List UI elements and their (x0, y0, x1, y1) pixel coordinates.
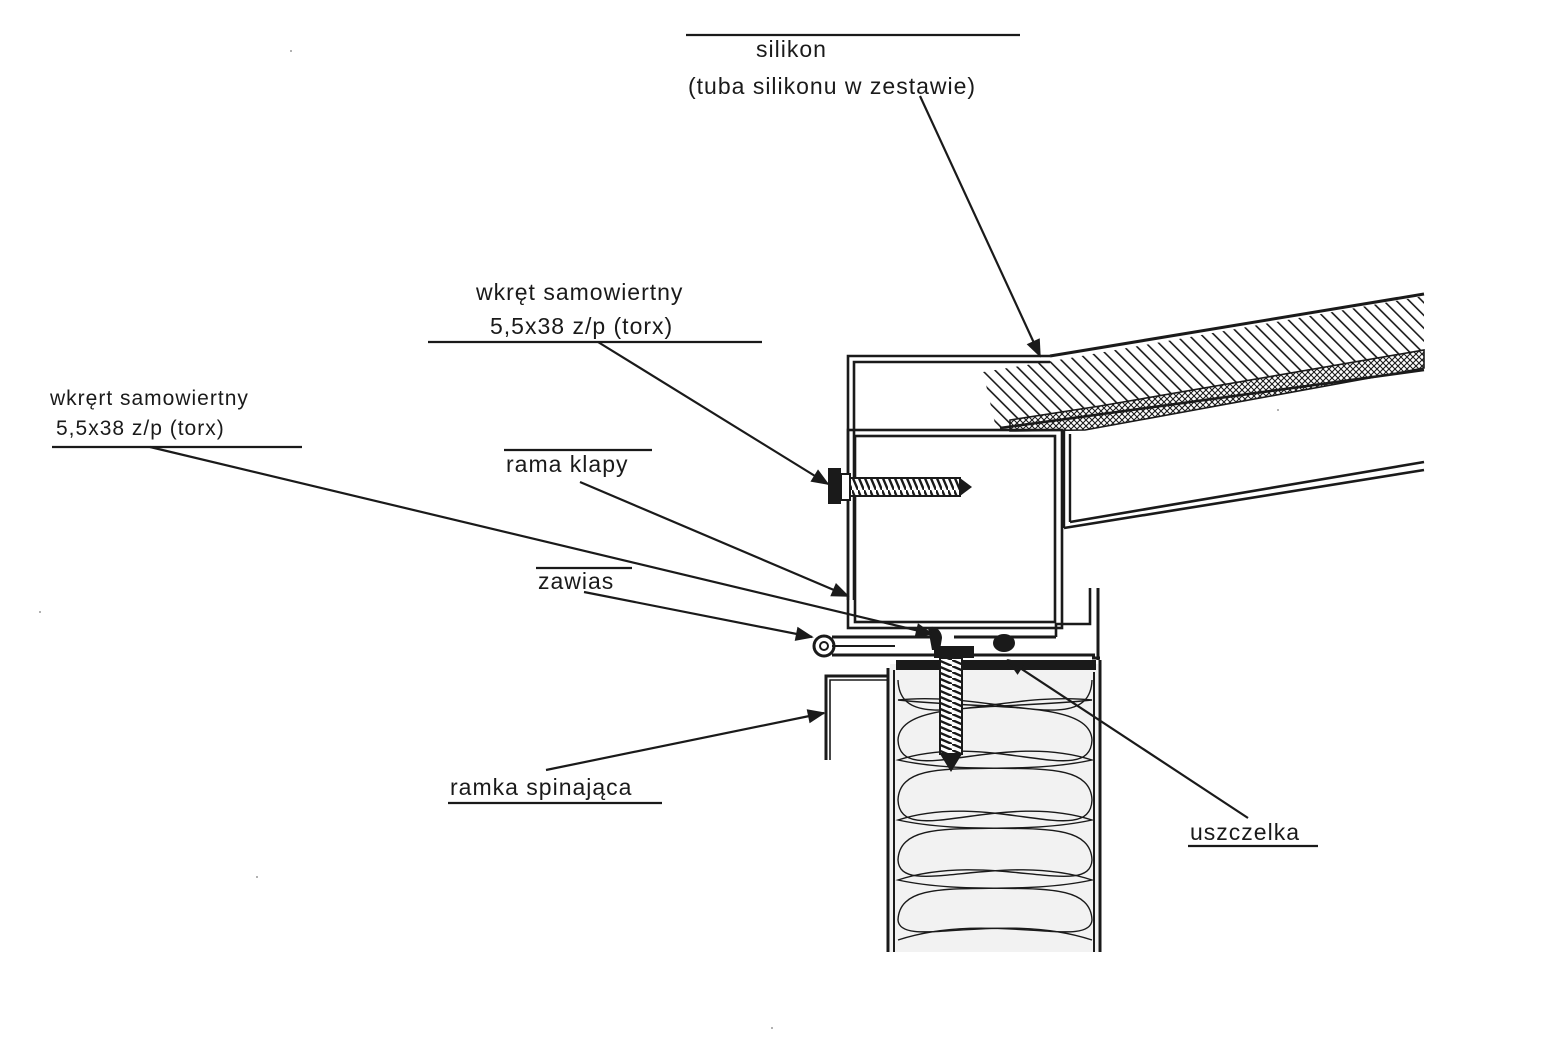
label-silikon-line2: (tuba silikonu w zestawie) (688, 73, 976, 99)
clamp-frame (824, 674, 888, 760)
label-ramka-spinajaca-text: ramka spinająca (450, 774, 632, 800)
glazing-panel (983, 292, 1425, 530)
curb (886, 660, 1102, 952)
label-screw-left-line1: wkręrt samowiertny (49, 387, 249, 410)
label-screw-left: wkręrt samowiertny 5,5x38 z/p (torx) (49, 387, 934, 638)
scan-specks (39, 50, 1279, 1029)
label-uszczelka-text: uszczelka (1190, 819, 1300, 845)
gasket (993, 634, 1015, 652)
label-rama-klapy-text: rama klapy (506, 451, 628, 477)
label-rama-klapy: rama klapy (504, 448, 850, 598)
label-screw-left-line2: 5,5x38 z/p (torx) (56, 417, 225, 440)
label-uszczelka: uszczelka (1006, 659, 1318, 848)
label-zawias-text: zawias (538, 568, 614, 594)
label-screw-top-line2: 5,5x38 z/p (torx) (490, 313, 673, 339)
label-silikon: silikon (tuba silikonu w zestawie) (686, 33, 1041, 358)
horizontal-screw (828, 468, 972, 504)
vertical-screw (928, 626, 974, 772)
label-screw-top: wkręt samowiertny 5,5x38 z/p (torx) (428, 279, 830, 485)
label-ramka-spinajaca: ramka spinająca (448, 709, 826, 805)
label-zawias: zawias (536, 566, 814, 641)
label-screw-top-line1: wkręt samowiertny (475, 279, 683, 305)
label-silikon-line1: silikon (756, 36, 827, 62)
